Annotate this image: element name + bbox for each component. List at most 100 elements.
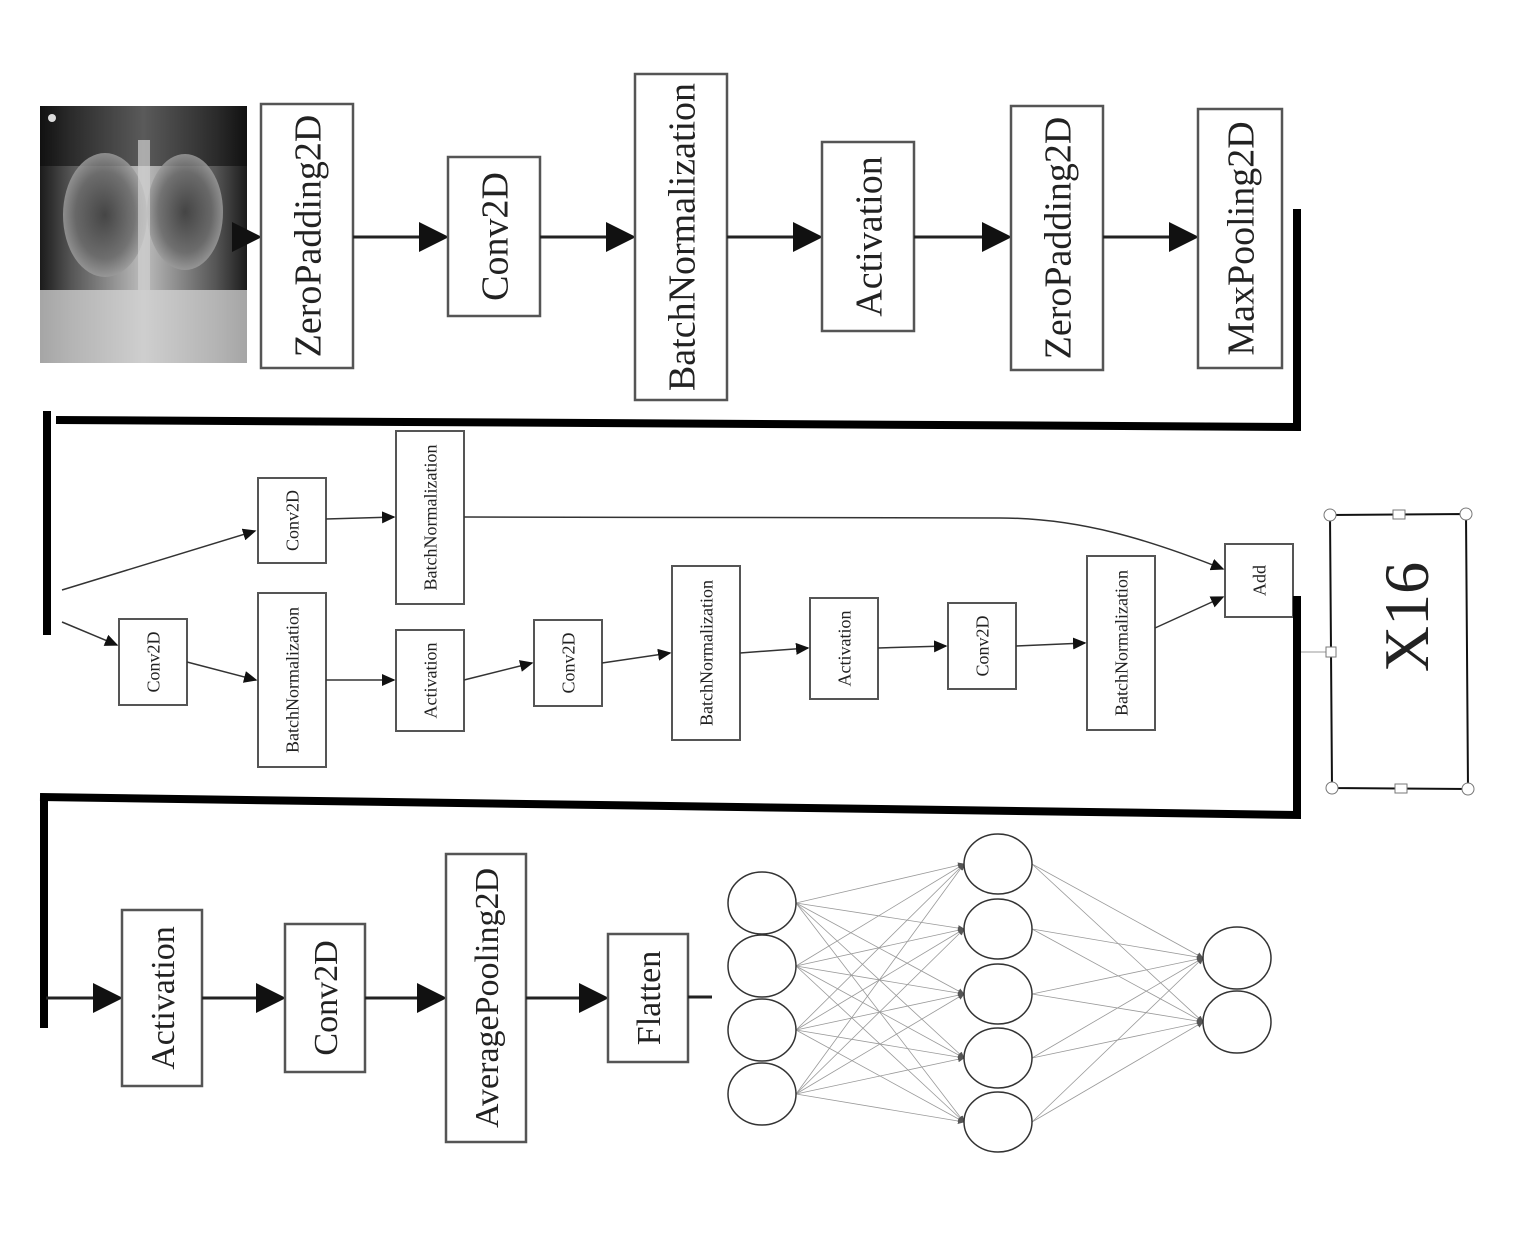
conv2-d-node: Conv2D xyxy=(257,477,327,564)
batch-normalization-node: BatchNormalization xyxy=(1086,555,1156,731)
network-connection xyxy=(1031,1021,1204,1123)
row1-frame-line xyxy=(55,209,1301,432)
network-connection xyxy=(1031,928,1204,960)
network-connection xyxy=(795,993,965,1095)
flow-arrow xyxy=(1154,596,1225,629)
network-connection xyxy=(795,863,965,967)
neuron xyxy=(963,1027,1033,1089)
flatten-node: Flatten xyxy=(606,932,690,1064)
node-label: ZeroPadding2D xyxy=(1037,117,1079,360)
node-label: Activation xyxy=(145,926,182,1070)
neuron xyxy=(963,963,1033,1025)
network-connection xyxy=(1031,928,1204,1023)
node-label: BatchNormalization xyxy=(661,83,703,391)
network-connection xyxy=(1031,957,1204,1059)
flow-arrow xyxy=(325,511,396,524)
batch-normalization-node: BatchNormalization xyxy=(395,430,465,605)
node-label: BatchNormalization xyxy=(282,607,302,753)
node-label: Conv2D xyxy=(474,172,516,301)
neuron xyxy=(727,998,797,1062)
network-connection xyxy=(795,902,965,932)
shortcut-arrow xyxy=(463,516,1225,571)
batch-normalization-node: BatchNormalization xyxy=(633,72,729,402)
node-label: BatchNormalization xyxy=(696,580,716,726)
flow-arrow xyxy=(601,648,672,664)
repeat-box: X16 xyxy=(1298,507,1475,796)
node-label: MaxPooling2D xyxy=(1220,121,1262,355)
row3-pipeline: Activation Conv2D AveragePooling2D Flatten xyxy=(46,852,712,1144)
network-connection xyxy=(795,965,965,996)
add-node: Add xyxy=(1224,543,1294,618)
neuron xyxy=(727,934,797,998)
network-connection xyxy=(795,902,965,1123)
activation-node: Activation xyxy=(395,629,465,732)
row1-pipeline: ZeroPadding2D Conv2D BatchNormalization Act… xyxy=(232,72,1284,402)
node-label: Flatten xyxy=(631,951,668,1045)
network-connection xyxy=(1031,957,1204,1123)
conv2-d-node: Conv2D xyxy=(283,922,367,1074)
network-connection xyxy=(1031,863,1204,959)
flow-arrow xyxy=(463,660,534,681)
node-label: Activation xyxy=(834,611,854,687)
row2-frame-line xyxy=(39,596,1301,820)
node-label: Activation xyxy=(848,156,890,316)
activation-node: Activation xyxy=(120,908,204,1088)
node-label: Conv2D xyxy=(282,490,302,551)
node-label: BatchNormalization xyxy=(1111,570,1131,716)
node-label: Activation xyxy=(420,643,440,719)
conv2-d-node: Conv2D xyxy=(533,619,603,707)
network-connection xyxy=(795,902,965,1059)
flow-arrow xyxy=(186,661,258,683)
dense-network xyxy=(727,833,1272,1153)
network-connection xyxy=(795,1056,965,1095)
network-connection xyxy=(795,862,965,904)
conv2-d-node: Conv2D xyxy=(118,618,188,706)
resize-handle xyxy=(1323,508,1337,522)
resize-handle xyxy=(1325,646,1337,658)
average-pooling2-d-node: AveragePooling2D xyxy=(444,852,528,1144)
resize-handle xyxy=(1461,782,1475,796)
network-connection xyxy=(1031,863,1204,1023)
zero-padding2-d-node: ZeroPadding2D xyxy=(259,102,355,370)
node-label: Conv2D xyxy=(558,632,578,693)
conv2-d-node: Conv2D xyxy=(947,602,1017,690)
neuron xyxy=(1202,926,1272,990)
flow-arrow xyxy=(61,528,257,591)
network-connection xyxy=(795,1093,965,1124)
conv2-d-node: Conv2D xyxy=(446,155,542,318)
repeat-count-label: X16 xyxy=(1371,562,1442,672)
flow-arrow xyxy=(1015,637,1087,650)
node-label: Conv2D xyxy=(308,940,345,1055)
node-label: AveragePooling2D xyxy=(469,868,506,1128)
node-label: Conv2D xyxy=(972,615,992,676)
neuron xyxy=(963,833,1033,895)
neuron xyxy=(1202,990,1272,1054)
resize-handle xyxy=(1325,781,1339,795)
batch-normalization-node: BatchNormalization xyxy=(257,592,327,768)
resize-handle xyxy=(1394,783,1408,794)
resize-handle xyxy=(1459,507,1473,521)
activation-node: Activation xyxy=(820,140,916,333)
zero-padding2-d-node: ZeroPadding2D xyxy=(1009,104,1105,372)
node-label: Conv2D xyxy=(143,631,163,692)
network-connection xyxy=(795,863,965,1031)
network-connection xyxy=(795,902,965,995)
flow-arrow xyxy=(61,621,119,646)
node-label: Add xyxy=(1249,565,1269,596)
resize-handle xyxy=(1392,509,1406,520)
neuron xyxy=(963,1091,1033,1153)
network-connection xyxy=(795,863,965,1095)
network-connection xyxy=(1031,956,1204,995)
activation-node: Activation xyxy=(809,597,879,700)
flow-arrow xyxy=(739,642,810,655)
neuron xyxy=(727,871,797,935)
max-pooling2-d-node: MaxPooling2D xyxy=(1196,107,1284,370)
node-label: ZeroPadding2D xyxy=(287,115,329,358)
node-label: BatchNormalization xyxy=(420,445,440,591)
chest-xray-image xyxy=(40,106,247,363)
neuron xyxy=(963,898,1033,960)
neuron xyxy=(727,1062,797,1126)
